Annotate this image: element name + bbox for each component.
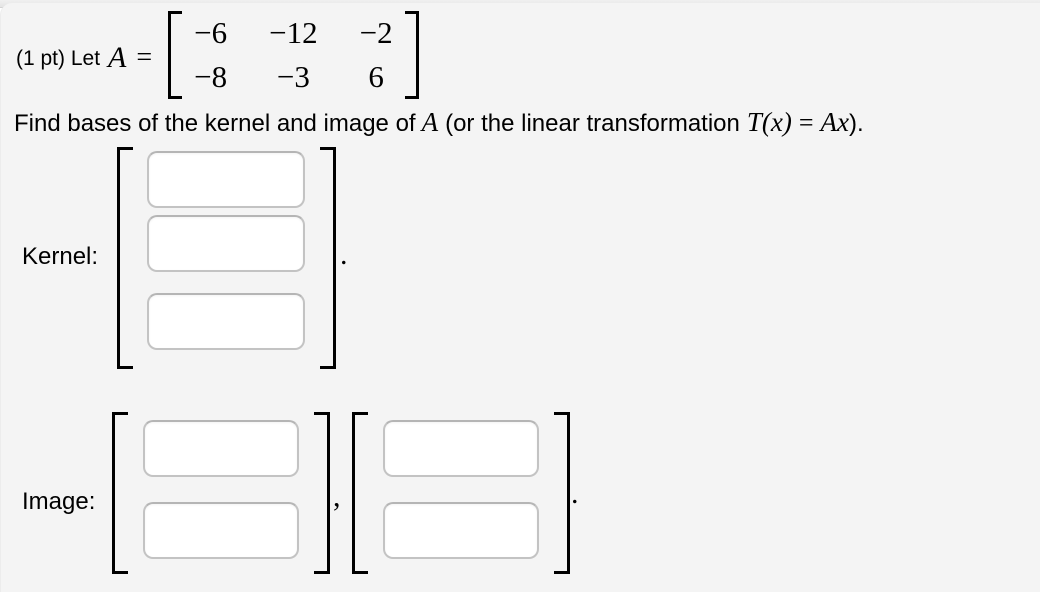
matrix-cell: −8 (194, 59, 228, 94)
image-vector-1 (112, 412, 330, 574)
matrix-entries: −6 −12 −2 −8 −3 6 (182, 11, 404, 99)
right-bracket (404, 11, 419, 99)
left-bracket (117, 147, 133, 369)
kernel-label: Kernel: (22, 243, 99, 270)
matrix-cell: −6 (194, 15, 228, 50)
right-bracket (314, 412, 330, 574)
image-vector-2 (352, 412, 570, 574)
left-bracket (168, 11, 183, 99)
points-label: (1 pt) Let (16, 47, 101, 70)
image-vector2-row1-input[interactable] (383, 420, 539, 477)
image-period: . (571, 477, 579, 510)
kernel-entry-row1-input[interactable] (147, 151, 305, 208)
matrix-variable: A (108, 41, 127, 74)
matrix-cell: −2 (359, 15, 393, 50)
matrix-definition-line: (1 pt) Let A = −6 −12 −2 −8 −3 6 (16, 9, 419, 101)
prompt-text: Find bases of the kernel and image of (14, 110, 416, 137)
image-vector1-row1-input[interactable] (143, 420, 299, 477)
matrix-cell: −3 (276, 59, 310, 94)
math-ax: Ax (820, 107, 850, 137)
math-equals: = (798, 108, 814, 137)
prompt-text: (or the linear transformation (445, 110, 740, 137)
left-bracket (112, 412, 128, 574)
math-var-a: A (421, 107, 439, 137)
right-bracket (320, 147, 336, 369)
image-label: Image: (22, 488, 96, 515)
image-comma: , (333, 480, 341, 513)
equals-sign: = (136, 42, 153, 73)
image-vector-2-entries (368, 412, 554, 574)
image-vector1-row2-input[interactable] (143, 502, 299, 559)
image-vector2-row2-input[interactable] (383, 502, 539, 559)
right-bracket (554, 412, 570, 574)
prompt-text: ). (849, 110, 864, 137)
kernel-entries (133, 147, 320, 369)
image-vector-1-entries (128, 412, 314, 574)
left-bracket (352, 412, 368, 574)
matrix-cell: −12 (269, 15, 318, 50)
kernel-entry-row2-input[interactable] (147, 215, 305, 272)
matrix-cell: 6 (368, 59, 384, 94)
kernel-vector (117, 147, 336, 369)
matrix-a: −6 −12 −2 −8 −3 6 (168, 11, 419, 99)
kernel-period: . (340, 238, 348, 271)
math-tx: T(x) (746, 107, 792, 137)
kernel-entry-row3-input[interactable] (147, 293, 305, 350)
